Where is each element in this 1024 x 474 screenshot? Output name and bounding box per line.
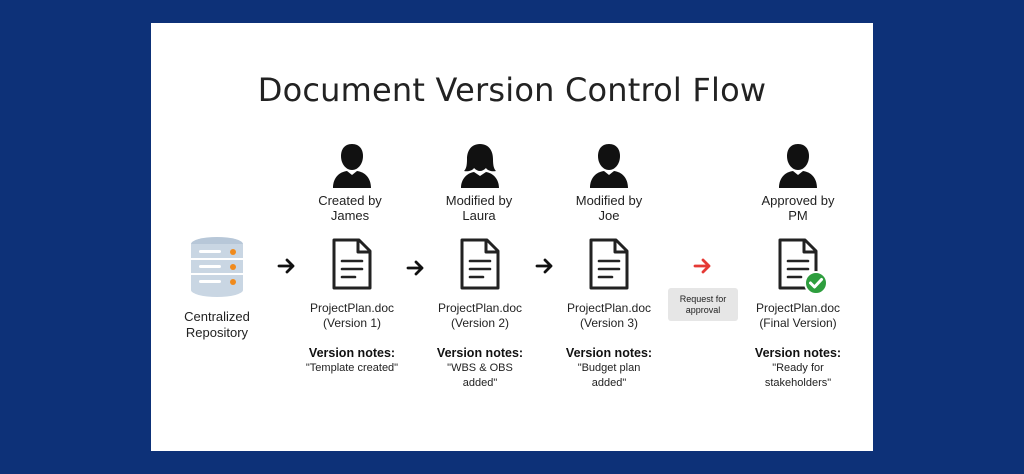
repository-label: Centralized Repository <box>184 309 250 340</box>
document-icon <box>589 238 629 290</box>
diagram-card: Document Version Control Flow Centralize… <box>151 23 873 451</box>
document-label: ProjectPlan.doc(Version 2) <box>437 301 523 330</box>
arrow-right-icon <box>406 260 424 276</box>
database-icon <box>191 237 243 297</box>
person-icon <box>461 144 499 188</box>
document-label: ProjectPlan.doc(Version 3) <box>566 301 652 330</box>
person-icon <box>779 144 817 188</box>
person-icon <box>590 144 628 188</box>
version-notes-heading: Version notes: <box>308 346 396 360</box>
version-notes-text: "Template created" <box>305 362 399 374</box>
diagram-title: Document Version Control Flow <box>257 71 767 109</box>
version-notes-heading: Version notes: <box>754 346 842 360</box>
document-icon <box>332 238 372 290</box>
request-approval-label: Request for approval <box>668 288 738 321</box>
version-notes-heading: Version notes: <box>565 346 653 360</box>
document-icon <box>460 238 500 290</box>
person-icon <box>333 144 371 188</box>
approval-arrow-icon <box>693 258 711 274</box>
arrow-right-icon <box>535 258 553 274</box>
document-label: ProjectPlan.doc(Version 1) <box>309 301 395 330</box>
arrow-right-icon <box>277 258 295 274</box>
approved-document-icon <box>778 238 828 295</box>
document-label: ProjectPlan.doc(Final Version) <box>755 301 841 330</box>
version-notes-heading: Version notes: <box>436 346 524 360</box>
